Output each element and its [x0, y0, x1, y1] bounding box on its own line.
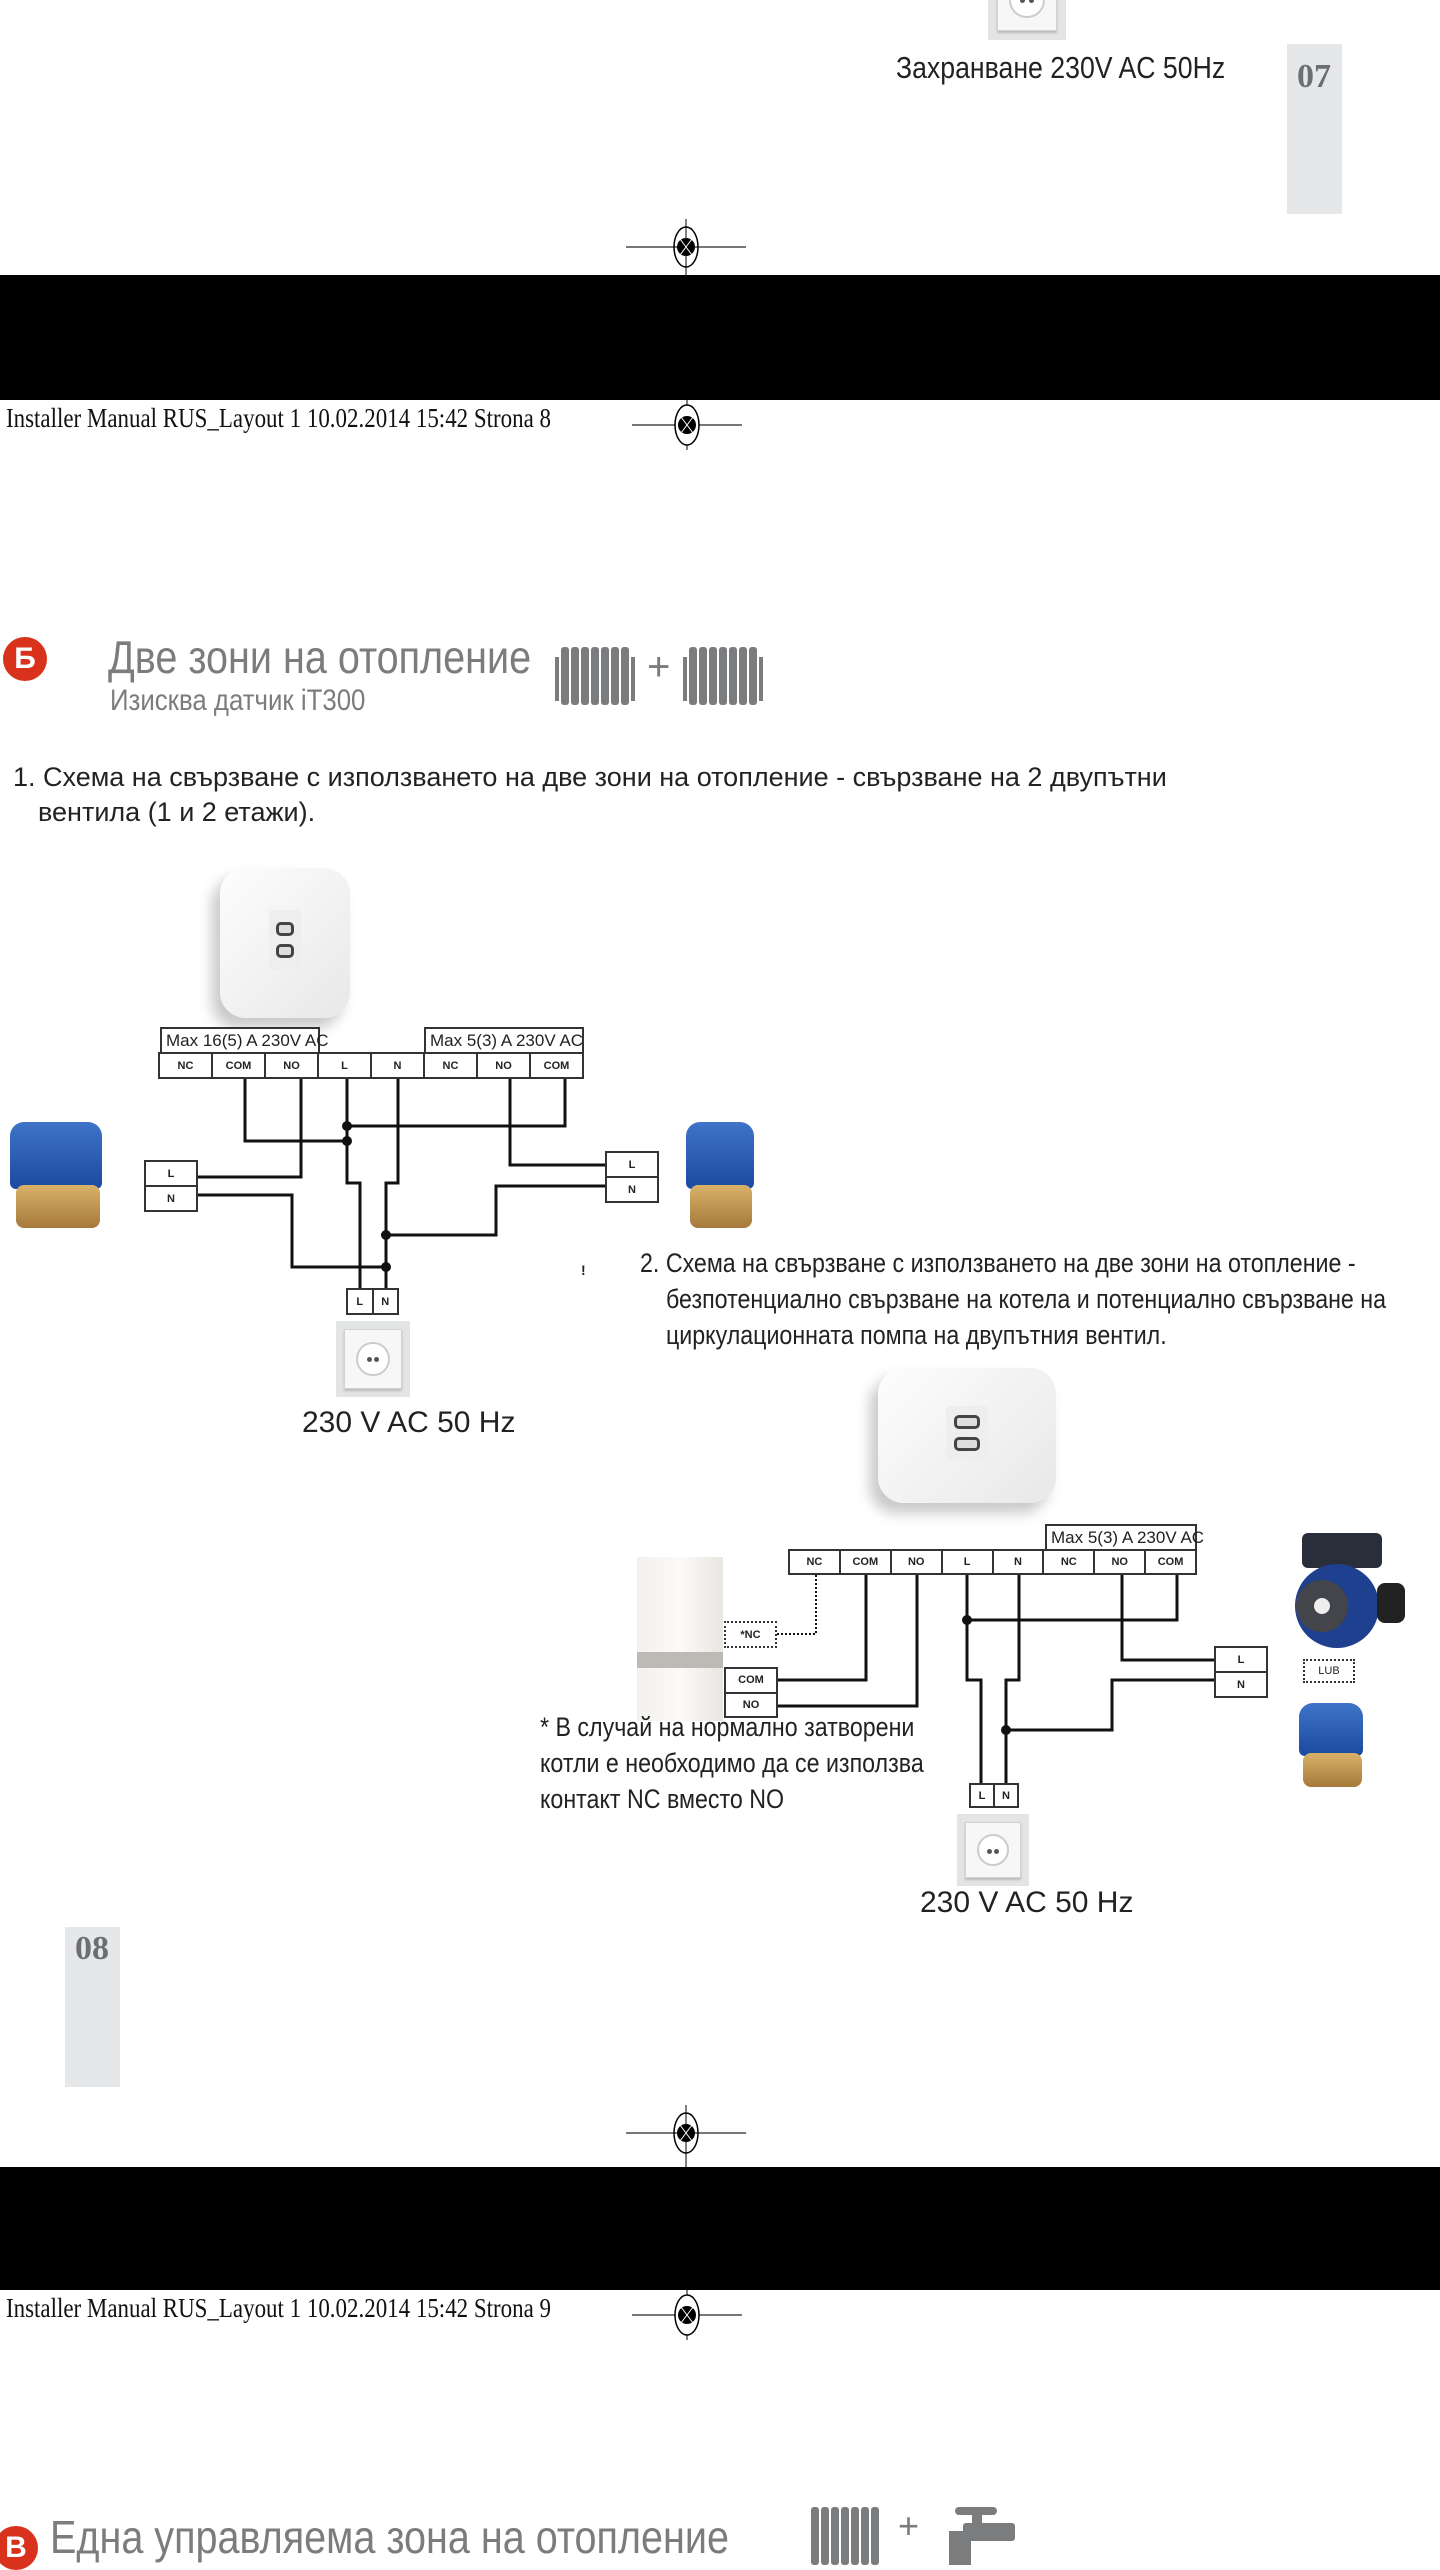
diagram1-caption-line1: 1. Схема на свързване с използването на … [13, 762, 1167, 792]
page-tab-07 [1287, 44, 1342, 214]
terminal: L [146, 1162, 196, 1185]
terminal: L [1216, 1648, 1266, 1671]
mains-terminals: L N [346, 1288, 399, 1315]
terminal: NO [264, 1052, 319, 1079]
zone-valve-left-image [5, 1122, 113, 1230]
terminal: N [991, 1549, 1045, 1575]
terminal: N [370, 1052, 425, 1079]
plus-sign: + [647, 645, 671, 689]
terminal: N [371, 1290, 397, 1313]
thermostat-receiver-image [220, 868, 350, 1018]
page-number: 07 [1297, 58, 1331, 95]
section-badge: В [0, 2526, 38, 2570]
water-tap-icon [949, 2507, 1015, 2565]
mains-label: 230 V AC 50 Hz [302, 1406, 516, 1439]
mains-label: 230 V AC 50 Hz [920, 1886, 1134, 1919]
terminal: NO [726, 1691, 776, 1716]
valve-right-terminals: L N [605, 1151, 659, 1203]
crop-mark-icon [632, 2290, 742, 2340]
crop-mark-icon [632, 400, 742, 450]
print-slug: Installer Manual RUS_Layout 1 10.02.2014… [6, 403, 552, 433]
circulation-pump-image [1295, 1533, 1405, 1648]
terminal: N [1216, 1671, 1266, 1696]
note-line3: контакт NC вместо NO [540, 1784, 785, 1814]
terminal: NC [423, 1052, 478, 1079]
terminal: L [971, 1785, 993, 1806]
page-separator-band [0, 275, 1440, 400]
page-separator-band [0, 2167, 1440, 2290]
terminal: L [607, 1153, 657, 1176]
radiator-icon [811, 2507, 879, 2565]
zone-valve-right-image [682, 1122, 762, 1230]
terminal: NO [476, 1052, 531, 1079]
radiator-icon [683, 647, 763, 705]
terminal: N [607, 1176, 657, 1201]
terminal: COM [726, 1669, 776, 1692]
print-slug: Installer Manual RUS_Layout 1 10.02.2014… [6, 2293, 552, 2323]
boiler-terminals: COM NO [724, 1667, 778, 1718]
terminal: L [317, 1052, 372, 1079]
radiator-icon [555, 647, 635, 705]
terminal: COM [838, 1549, 892, 1575]
page-tab-08 [65, 1927, 120, 2087]
terminal: NC [158, 1052, 213, 1079]
terminal: COM [529, 1052, 584, 1079]
terminal: NO [889, 1549, 943, 1575]
section-subtitle: Изисква датчик iT300 [110, 684, 366, 717]
crop-mark-icon [626, 219, 746, 275]
diagram2-caption-line2: безпотенциално свързване на котела и пот… [666, 1284, 1387, 1314]
terminal: NO [1093, 1549, 1147, 1575]
terminal: L [348, 1290, 372, 1313]
note-line1: * В случай на нормално затворени [540, 1712, 915, 1742]
power-supply-label: Захранване 230V AC 50Hz [896, 50, 1226, 85]
pump-valve-terminals: L N [1214, 1646, 1268, 1698]
terminal: COM [211, 1052, 266, 1079]
page-number: 08 [75, 1930, 109, 1967]
valve-left-terminals: L N [144, 1160, 198, 1212]
power-outlet-image [988, 0, 1066, 40]
boiler-image [637, 1557, 723, 1721]
rating-label-left: Max 16(5) A 230V AC [160, 1027, 329, 1053]
thermostat-receiver-image [878, 1368, 1056, 1503]
diagram2-caption-line1: 2. Схема на свързване с използването на … [640, 1248, 1356, 1278]
terminal: NC [1042, 1549, 1096, 1575]
diagram1-caption-line2: вентила (1 и 2 етажи). [38, 797, 316, 827]
terminal-strip: NC COM NO L N NC NO COM [788, 1549, 1197, 1575]
crop-mark-icon [626, 2105, 746, 2167]
terminal: L [940, 1549, 994, 1575]
rating-label: Max 5(3) A 230V AC [1045, 1524, 1204, 1550]
section-badge: Б [3, 637, 47, 681]
terminal-strip: NC COM NO L N NC NO COM [158, 1052, 584, 1079]
note-line2: котли е необходимо да се използва [540, 1748, 924, 1778]
plus-sign: + [898, 2505, 920, 2546]
mains-terminals: L N [969, 1783, 1019, 1808]
boiler-nc-terminal: *NC [724, 1621, 777, 1648]
terminal: N [993, 1785, 1017, 1806]
terminal: N [146, 1185, 196, 1210]
terminal: NC [788, 1549, 841, 1575]
rating-label-right: Max 5(3) A 230V AC [424, 1027, 584, 1053]
power-outlet-image [336, 1321, 410, 1397]
terminal: COM [1144, 1549, 1197, 1575]
zone-valve-image [1295, 1703, 1371, 1789]
power-outlet-image [957, 1814, 1029, 1886]
stray-mark: ! [581, 1262, 586, 1278]
diagram2-caption-line3: циркулационната помпа на двупътния венти… [666, 1320, 1167, 1350]
section-title: Две зони на отопление [108, 631, 532, 683]
lub-label: LUB [1303, 1659, 1355, 1683]
section-title: Една управляема зона на отопление [50, 2511, 729, 2563]
